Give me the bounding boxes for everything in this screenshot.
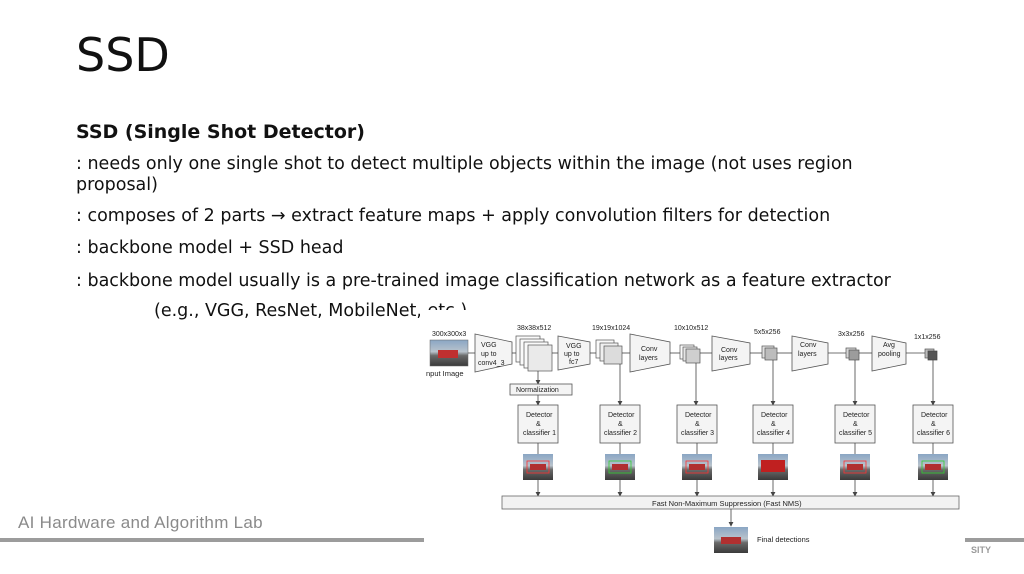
- feature-size-6: 1x1x256: [914, 334, 941, 341]
- conv-block-1: [629, 333, 671, 373]
- svg-text:VGG: VGG: [566, 343, 582, 350]
- detector-1: Detector & classifier 1: [517, 404, 559, 444]
- bullet-1: : needs only one single shot to detect m…: [76, 154, 853, 195]
- bullet-4: : backbone model usually is a pre-traine…: [76, 271, 891, 291]
- svg-text:up to: up to: [481, 351, 497, 358]
- feature-size-1: 38x38x512: [517, 325, 551, 332]
- detection-thumbnails: [523, 454, 948, 480]
- svg-text:up to: up to: [564, 351, 580, 358]
- university-fragment: SITY: [971, 545, 992, 555]
- slide-title: SSD: [76, 28, 170, 82]
- svg-text:&: &: [695, 421, 700, 428]
- svg-text:&: &: [853, 421, 858, 428]
- svg-text:Conv: Conv: [800, 342, 817, 349]
- bullet-3: : backbone model + SSD head: [76, 238, 344, 258]
- svg-text:layers: layers: [719, 355, 738, 362]
- detector-5: Detector & classifier 5: [834, 404, 876, 444]
- svg-text:Conv: Conv: [721, 347, 738, 354]
- final-detection-label: Final detections: [757, 535, 810, 544]
- nms-label: Fast Non-Maximum Suppression (Fast NMS): [652, 499, 802, 508]
- svg-text:classifier 6: classifier 6: [917, 430, 950, 437]
- conv-block-2: [711, 335, 751, 372]
- svg-text:classifier 5: classifier 5: [839, 430, 872, 437]
- svg-text:&: &: [771, 421, 776, 428]
- vgg-conv4-block: [474, 333, 513, 373]
- lab-name: AI Hardware and Algorithm Lab: [18, 513, 263, 532]
- input-image-label: nput Image: [426, 369, 464, 378]
- example-text: (e.g., VGG, ResNet, MobileNet, etc.): [154, 301, 468, 321]
- svg-text:Avg: Avg: [883, 342, 895, 349]
- svg-text:fc7: fc7: [569, 359, 578, 366]
- detector-6: Detector & classifier 6: [912, 404, 954, 444]
- footer-divider-right: [965, 538, 1024, 542]
- ssd-architecture-diagram: 300x300x3 nput Image VGG up to conv4_3 3…: [420, 310, 965, 574]
- detector-3: Detector & classifier 3: [676, 404, 718, 444]
- svg-text:Detector: Detector: [843, 412, 870, 419]
- normalization-box: [509, 383, 573, 396]
- svg-text:&: &: [536, 421, 541, 428]
- feature-size-2: 19x19x1024: [592, 325, 630, 332]
- svg-text:Detector: Detector: [685, 412, 712, 419]
- detector-2: Detector & classifier 2: [599, 404, 641, 444]
- feature-size-4: 5x5x256: [754, 329, 781, 336]
- svg-text:Detector: Detector: [608, 412, 635, 419]
- svg-text:layers: layers: [798, 351, 817, 358]
- svg-text:pooling: pooling: [878, 351, 901, 358]
- svg-text:classifier 4: classifier 4: [757, 430, 790, 437]
- normalization-label: Normalization: [516, 387, 559, 394]
- footer-divider-left: [0, 538, 424, 542]
- feature-size-5: 3x3x256: [838, 331, 865, 338]
- nms-box: [501, 495, 960, 510]
- svg-text:conv4_3: conv4_3: [478, 360, 505, 367]
- svg-text:Detector: Detector: [921, 412, 948, 419]
- detector-4: Detector & classifier 4: [752, 404, 794, 444]
- svg-text:classifier 3: classifier 3: [681, 430, 714, 437]
- avg-pooling-block: [871, 335, 907, 372]
- svg-text:&: &: [618, 421, 623, 428]
- conv-block-3: [791, 335, 829, 372]
- svg-text:VGG: VGG: [481, 342, 497, 349]
- svg-text:classifier 2: classifier 2: [604, 430, 637, 437]
- feature-size-3: 10x10x512: [674, 325, 708, 332]
- bullet-2: : composes of 2 parts → extract feature …: [76, 206, 831, 226]
- svg-text:Detector: Detector: [761, 412, 788, 419]
- input-size-label: 300x300x3: [432, 331, 466, 338]
- svg-text:Detector: Detector: [526, 412, 553, 419]
- slide-subtitle: SSD (Single Shot Detector): [76, 121, 365, 143]
- svg-text:Conv: Conv: [641, 346, 658, 353]
- svg-text:layers: layers: [639, 355, 658, 362]
- svg-text:&: &: [931, 421, 936, 428]
- vgg-fc7-block: [557, 335, 591, 371]
- svg-text:classifier 1: classifier 1: [523, 430, 556, 437]
